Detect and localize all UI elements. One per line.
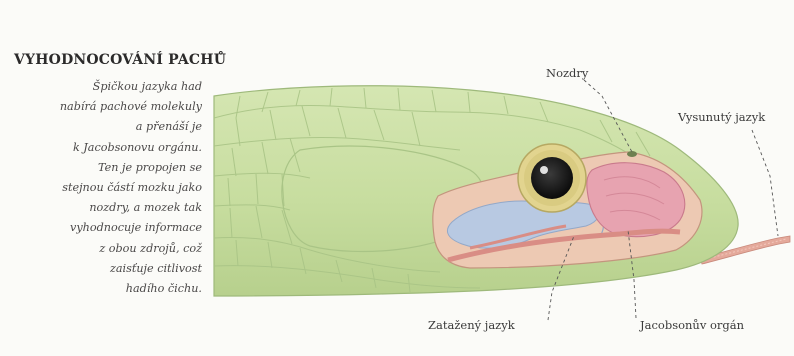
label-jacobson-organ: Jacobsonův orgán [640,318,744,332]
description-line: nabírá pachové molekuly [20,97,202,117]
label-nostrils: Nozdry [546,66,588,80]
label-extended-tongue: Vysunutý jazyk [678,110,765,124]
description-line: stejnou částí mozku jako [20,178,202,198]
description-line: a přenáší je [20,117,202,137]
description-line: z obou zdrojů, což [20,239,202,259]
description-line: zaisťuje citlivost [20,259,202,279]
description-line: Ten je propojen se [20,158,202,178]
description-text: Špičkou jazyka had nabírá pachové moleku… [20,77,202,299]
description-line: nozdry, a mozek tak [20,198,202,218]
description-line: vyhodnocuje informace [20,218,202,238]
description-line: Špičkou jazyka had [20,77,202,97]
nostril [627,151,637,157]
page-title: VYHODNOCOVÁNÍ PACHŮ [14,52,226,68]
eye-pupil [531,157,573,199]
description-line: k Jacobsonovu orgánu. [20,138,202,158]
description-line: hadího čichu. [20,279,202,299]
label-retracted-tongue: Zatažený jazyk [428,318,515,332]
